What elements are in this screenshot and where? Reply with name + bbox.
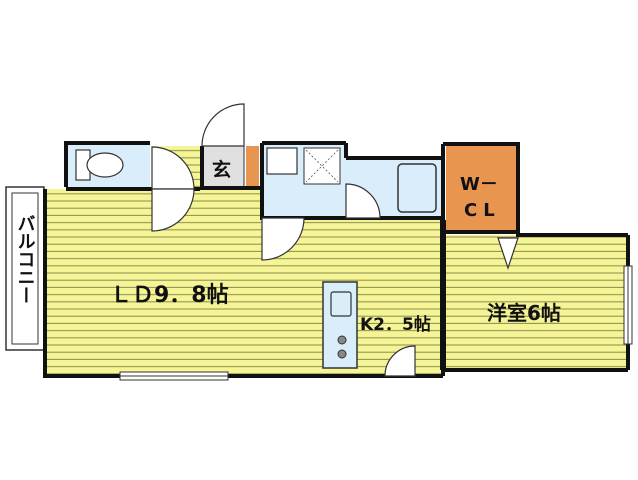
doors bbox=[151, 103, 519, 377]
washroom-door bbox=[261, 217, 305, 261]
stove-burner-icon bbox=[337, 349, 347, 359]
wic-door bbox=[497, 237, 519, 270]
wash-basin-icon bbox=[266, 147, 298, 175]
ld-room bbox=[45, 189, 443, 376]
stove-burner-icon bbox=[337, 335, 347, 345]
bathtub-icon bbox=[397, 163, 437, 213]
entrance-door bbox=[201, 103, 245, 147]
toilet-door bbox=[151, 146, 195, 190]
wic-label-line1: W－ bbox=[460, 174, 498, 195]
wic-label-line2: CL bbox=[464, 200, 501, 221]
windows bbox=[119, 265, 633, 381]
washroom bbox=[262, 144, 346, 218]
entrance-step bbox=[246, 146, 259, 188]
entrance-label: 玄 bbox=[212, 158, 231, 181]
ld-room-label: ＬＤ9．8帖 bbox=[110, 283, 229, 308]
walk-in-closet bbox=[446, 144, 518, 232]
western-room bbox=[443, 235, 626, 370]
western-room-label: 洋室6帖 bbox=[487, 301, 561, 325]
balcony bbox=[5, 186, 45, 351]
sink-icon bbox=[330, 291, 352, 317]
balcony-label: バルコニー bbox=[15, 214, 36, 304]
corridor-door bbox=[151, 188, 195, 232]
kitchen-label: K2．5帖 bbox=[360, 314, 431, 335]
bath-door bbox=[345, 183, 381, 219]
wall-segment bbox=[440, 220, 446, 370]
toilet-room bbox=[66, 143, 150, 187]
kitchen-door bbox=[384, 345, 416, 377]
kitchen-counter bbox=[322, 281, 358, 369]
toilet-icon bbox=[75, 149, 124, 181]
